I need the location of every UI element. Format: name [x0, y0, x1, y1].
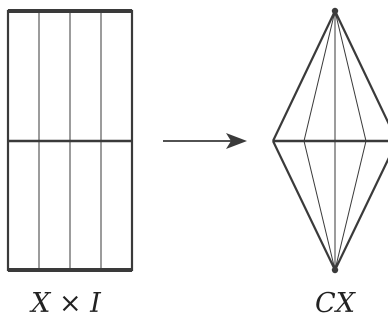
cone-outline — [334, 10, 388, 125]
cone-figure — [272, 7, 388, 274]
cone-apex-bottom — [331, 266, 339, 274]
cylinder-figure — [6, 9, 134, 272]
cylinder-label: X × I — [29, 288, 102, 319]
cone-outline — [272, 10, 336, 142]
cone-label: CX — [315, 288, 357, 319]
cone-inner-line — [334, 10, 367, 142]
cone-outline — [334, 157, 388, 271]
arrow — [163, 133, 247, 149]
cone-inner-line — [303, 10, 336, 142]
cone-outline — [272, 140, 336, 271]
arrow-head — [226, 133, 247, 149]
cone-inner-line — [303, 140, 336, 271]
cone-inner-line — [334, 140, 367, 271]
cone-apex-top — [331, 7, 339, 15]
